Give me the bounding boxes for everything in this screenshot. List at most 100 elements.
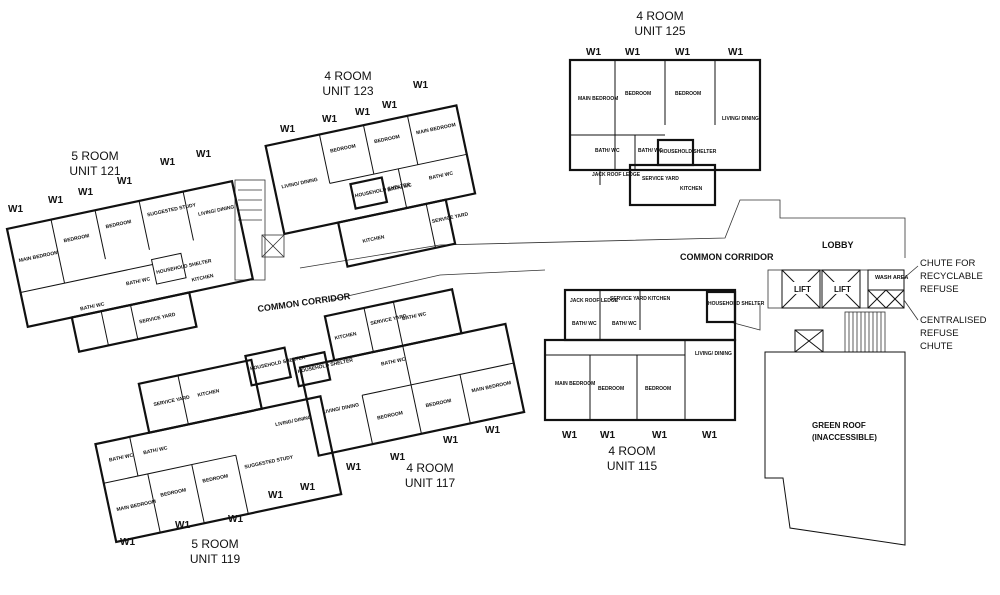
unit-117-title-room: 4 ROOM xyxy=(406,461,453,475)
room-study-119: SUGGESTED STUDY xyxy=(244,454,295,470)
room-jackroof-125: JACK ROOF LEDGE xyxy=(592,172,641,178)
chute-recyclable-label-2: RECYCLABLE xyxy=(920,271,983,282)
room-kitchen-119: KITCHEN xyxy=(197,388,220,399)
unit-125-windows: W1 W1 W1 W1 xyxy=(586,47,743,58)
room-kitchen-121: KITCHEN xyxy=(191,273,214,284)
room-main-bedroom-117: MAIN BEDROOM xyxy=(471,380,512,394)
unit-121-title-room: 5 ROOM xyxy=(71,149,118,163)
room-bath-119b: BATH/ WC xyxy=(143,445,169,456)
window-label: W1 xyxy=(8,204,23,215)
room-bath-125b: BATH/ WC xyxy=(638,148,663,154)
common-corridor-label-right: COMMON CORRIDOR xyxy=(680,252,774,262)
room-living-119: LIVING/ DINING xyxy=(275,415,312,429)
common-corridor-label-left: COMMON CORRIDOR xyxy=(257,291,351,314)
unit-125-title-room: 4 ROOM xyxy=(636,9,683,23)
room-main-bedroom-115: MAIN BEDROOM xyxy=(555,381,595,387)
window-label: W1 xyxy=(562,430,577,441)
unit-123-windows: W1 W1 W1 W1 W1 xyxy=(280,80,428,135)
room-living-123: LIVING/ DINING xyxy=(281,177,318,191)
room-bath-115a: BATH/ WC xyxy=(572,321,597,327)
room-bedroom-125a: BEDROOM xyxy=(625,91,651,97)
unit-115-title-unit: UNIT 115 xyxy=(607,459,658,473)
unit-123-title-room: 4 ROOM xyxy=(324,69,371,83)
room-bedroom-119b: BEDROOM xyxy=(202,473,229,484)
window-label: W1 xyxy=(390,452,405,463)
unit-123-title-unit: UNIT 123 xyxy=(322,84,373,98)
unit-119: MAIN BEDROOM BEDROOM BEDROOM SUGGESTED S… xyxy=(94,346,343,544)
unit-117-windows: W1 W1 W1 W1 xyxy=(346,425,500,473)
green-roof: GREEN ROOF (INACCESSIBLE) xyxy=(764,351,906,546)
centralised-chute-label-3: CHUTE xyxy=(920,341,953,352)
room-service-yard-115: SERVICE YARD xyxy=(610,296,647,302)
window-label: W1 xyxy=(117,176,132,187)
window-label: W1 xyxy=(675,47,690,58)
window-label: W1 xyxy=(120,537,135,548)
room-bath-123b: BATH/ WC xyxy=(428,171,454,182)
window-label: W1 xyxy=(413,80,428,91)
room-service-yard-125: SERVICE YARD xyxy=(642,176,679,182)
window-label: W1 xyxy=(48,195,63,206)
window-label: W1 xyxy=(728,47,743,58)
unit-115: MAIN BEDROOM BEDROOM BEDROOM LIVING/ DIN… xyxy=(543,288,765,422)
unit-121-windows: W1 W1 W1 W1 W1 W1 xyxy=(8,149,211,215)
room-jackroof-115: JACK ROOF LEDGE xyxy=(570,298,619,304)
room-bath-121b: BATH/ WC xyxy=(126,276,152,287)
room-shelter-121: HOUSEHOLD SHELTER xyxy=(156,258,213,276)
room-bedroom-117b: BEDROOM xyxy=(425,398,452,409)
room-bath-125a: BATH/ WC xyxy=(595,148,620,154)
room-bath-115b: BATH/ WC xyxy=(612,321,637,327)
unit-123: LIVING/ DINING BEDROOM BEDROOM MAIN BEDR… xyxy=(264,104,477,268)
room-kitchen-123: KITCHEN xyxy=(362,234,385,245)
window-label: W1 xyxy=(600,430,615,441)
room-bedroom-123b: BEDROOM xyxy=(374,134,401,145)
window-label: W1 xyxy=(228,514,243,525)
lift-1-label: LIFT xyxy=(794,285,811,294)
lift-2 xyxy=(821,269,861,309)
window-label: W1 xyxy=(355,107,370,118)
window-label: W1 xyxy=(652,430,667,441)
unit-125-title-unit: UNIT 125 xyxy=(634,24,685,38)
window-label: W1 xyxy=(160,157,175,168)
window-label: W1 xyxy=(702,430,717,441)
unit-119-title-unit: UNIT 119 xyxy=(190,552,241,566)
window-label: W1 xyxy=(300,482,315,493)
stair xyxy=(844,311,886,353)
chute-recyclable-label-1: CHUTE FOR xyxy=(920,258,976,269)
window-label: W1 xyxy=(322,114,337,125)
chute-recyclable-label-3: REFUSE xyxy=(920,284,959,295)
room-main-bedroom-125: MAIN BEDROOM xyxy=(578,96,618,102)
room-main-bedroom-123: MAIN BEDROOM xyxy=(416,122,457,136)
window-label: W1 xyxy=(268,490,283,501)
room-living-115: LIVING/ DINING xyxy=(695,351,732,357)
room-bedroom-117a: BEDROOM xyxy=(377,410,404,421)
room-bath-119a: BATH/ WC xyxy=(109,452,135,463)
window-label: W1 xyxy=(443,435,458,446)
window-label: W1 xyxy=(175,520,190,531)
room-study-121: SUGGESTED STUDY xyxy=(147,202,198,218)
room-service-yard-119: SERVICE YARD xyxy=(153,395,191,409)
room-living-121: LIVING/ DINING xyxy=(198,204,235,218)
room-service-yard-121: SERVICE YARD xyxy=(139,312,177,326)
unit-121: MAIN BEDROOM BEDROOM BEDROOM SUGGESTED S… xyxy=(5,179,255,353)
room-bedroom-115b: BEDROOM xyxy=(645,386,671,392)
corridor-outlines xyxy=(234,179,906,331)
room-shelter-115: HOUSEHOLD SHELTER xyxy=(708,301,765,307)
room-kitchen-117: KITCHEN xyxy=(334,331,357,342)
room-kitchen-125: KITCHEN xyxy=(680,186,703,192)
room-bedroom-121b: BEDROOM xyxy=(105,219,132,230)
room-bath-117a: BATH/ WC xyxy=(402,311,428,322)
unit-117-title-unit: UNIT 117 xyxy=(405,476,456,490)
room-bedroom-123a: BEDROOM xyxy=(330,143,357,154)
unit-125: MAIN BEDROOM BEDROOM BEDROOM LIVING/ DIN… xyxy=(568,58,762,207)
room-living-117: LIVING/ DINING xyxy=(322,402,359,416)
room-bath-123a: BATH/ WC xyxy=(387,182,413,193)
room-bedroom-125b: BEDROOM xyxy=(675,91,701,97)
window-label: W1 xyxy=(382,100,397,111)
refuse-chute xyxy=(867,289,905,309)
window-label: W1 xyxy=(485,425,500,436)
window-label: W1 xyxy=(78,187,93,198)
unit-119-windows: W1 W1 W1 W1 W1 xyxy=(120,482,315,548)
room-bedroom-119a: BEDROOM xyxy=(160,487,187,498)
centralised-chute-label-1: CENTRALISED xyxy=(920,315,987,326)
